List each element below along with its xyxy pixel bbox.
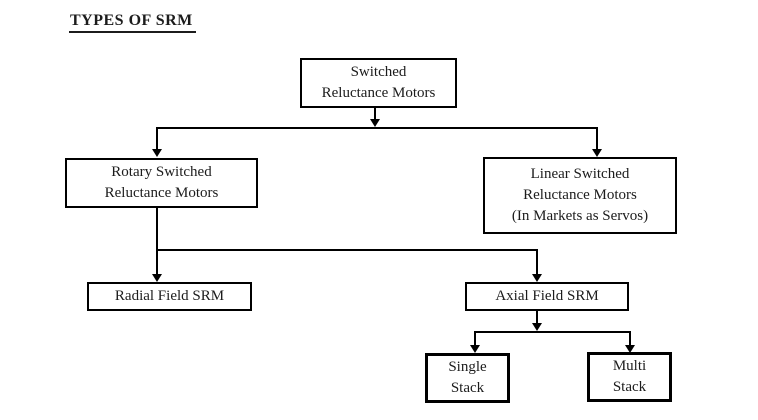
node-label-line: Radial Field SRM xyxy=(114,288,225,305)
node-label-line: Stack xyxy=(450,380,485,396)
node-label-line: Reluctance Motors xyxy=(321,85,436,101)
node-switched-reluctance-motors: Switched Reluctance Motors xyxy=(300,58,457,108)
arrow-down xyxy=(592,149,602,157)
node-single-stack: Single Stack xyxy=(425,353,510,403)
node-label-line: Single xyxy=(448,359,487,376)
arrow-down xyxy=(532,274,542,282)
connector-rotary-stem xyxy=(156,208,158,274)
node-label-line: Rotary Switched xyxy=(111,164,212,181)
node-rotary-switched-reluctance-motors: Rotary Switched Reluctance Motors xyxy=(65,158,258,208)
connector-to-multi-stack xyxy=(629,333,631,345)
node-label-line: Stack xyxy=(612,379,647,395)
connector-level3-bar xyxy=(474,331,631,333)
node-label-line: (In Markets as Servos) xyxy=(511,207,649,224)
connector-to-rotary xyxy=(156,127,158,150)
node-radial-field-srm: Radial Field SRM xyxy=(87,282,252,311)
connector-to-single-stack xyxy=(474,333,476,345)
node-label-line: Reluctance Motors xyxy=(523,187,637,204)
node-linear-switched-reluctance-motors: Linear Switched Reluctance Motors (In Ma… xyxy=(483,157,677,234)
connector-level1-bar xyxy=(156,127,598,129)
connector-to-linear xyxy=(596,127,598,150)
arrow-down xyxy=(625,345,635,353)
node-label-line: Linear Switched xyxy=(530,166,630,183)
diagram-title: TYPES OF SRM xyxy=(69,12,196,33)
connector-axial-stem xyxy=(536,311,538,323)
connector-to-axial xyxy=(536,251,538,274)
arrow-down xyxy=(152,274,162,282)
connector-root-stem xyxy=(374,108,376,121)
node-axial-field-srm: Axial Field SRM xyxy=(465,282,629,311)
node-multi-stack: Multi Stack xyxy=(587,352,672,402)
arrow-down xyxy=(532,323,542,331)
connector-level2-bar xyxy=(156,249,538,251)
node-label-line: Switched xyxy=(350,64,407,81)
arrow-down xyxy=(152,149,162,157)
node-label-line: Reluctance Motors xyxy=(104,185,219,201)
node-label-line: Axial Field SRM xyxy=(495,288,599,305)
arrow-down xyxy=(370,119,380,127)
arrow-down xyxy=(470,345,480,353)
node-label-line: Multi xyxy=(612,358,647,375)
